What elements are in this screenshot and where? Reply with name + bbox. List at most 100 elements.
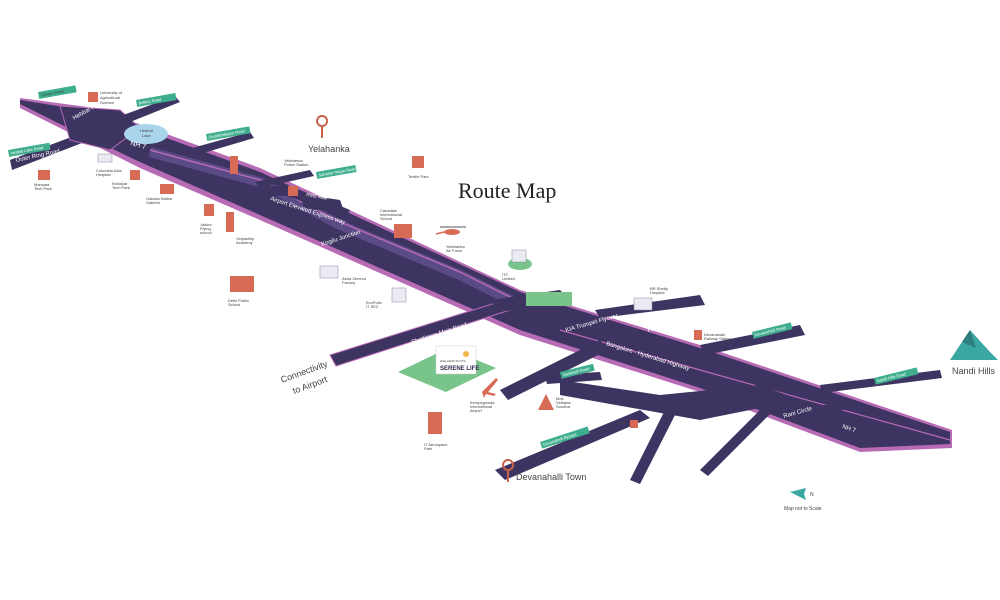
kirloskar-building-icon (130, 170, 140, 180)
nandi-hills-label: Nandi Hills (952, 366, 996, 376)
aerospace-label-2: Park (424, 446, 432, 451)
tag-sadahalli: Sadahalli Road (562, 366, 590, 377)
highway-stripe (559, 329, 951, 441)
kia-road (500, 340, 608, 400)
ecopolis-label-1: EcoPolis (366, 300, 382, 305)
sahakar-road (255, 170, 314, 188)
expressway-edge (149, 149, 521, 303)
label-nh7: NH 7 (129, 140, 146, 151)
school-building-icon (394, 224, 412, 238)
north-label: N (810, 492, 814, 498)
manyata-label-2: Tech Park (34, 186, 52, 191)
hospital-building-icon-2 (633, 297, 653, 311)
bellary-road-north (115, 96, 180, 126)
itc-label-1: ITC (502, 272, 509, 277)
nandi-hills: Nandi Hills (950, 330, 998, 376)
north-arrow-icon (790, 488, 806, 500)
jakkur-label-1: Jakkur (200, 222, 212, 227)
elevated-expressway (148, 147, 523, 310)
uas-building-icon (88, 92, 98, 102)
uas-label-2: Agricultural (100, 95, 120, 100)
hebbal-lake-label: Hebbal (140, 128, 153, 133)
ecopolis-label-2: IT SEZ (366, 304, 379, 309)
skin-label-2: Campus (240, 170, 255, 175)
connectivity-label: Connectivity to Airport (279, 359, 329, 396)
label-ivc: IVC Road (647, 319, 678, 334)
hebbal-lake-label-2: Lake (142, 133, 151, 138)
uas-label-1: University of (100, 90, 123, 95)
shettigere-road (329, 299, 511, 367)
manyata-building-icon (38, 170, 50, 180)
yelahanka-marker: Yelahanka (308, 115, 350, 154)
sadahalli-road (545, 372, 602, 384)
textile-label: Textile Park (408, 174, 429, 179)
vidyashilp-tower-icon (226, 212, 234, 232)
devanahalli-town-label: Devanahalli Town (516, 472, 586, 482)
sudha-label-1: Moti (556, 396, 564, 401)
mall-building-icon (160, 184, 174, 194)
factory-icon (319, 265, 339, 279)
dps-label-1: Delhi Public (228, 298, 249, 303)
tag-doddaballapur: Doddaballapur Road (208, 128, 245, 139)
landmarks: University of Agricultural Science Manya… (34, 90, 732, 451)
serene-life-board (435, 345, 477, 375)
skin-tower-icon (230, 156, 238, 174)
hebbal-lake (124, 124, 168, 144)
itc-building-icon (511, 249, 527, 263)
bsh-label-1: BR Shetty (650, 286, 668, 291)
ecopolis-building-icon (391, 287, 407, 303)
vidyashilp-label-2: Academy (236, 240, 253, 245)
location-pin-icon (502, 459, 515, 483)
scale-note: Map not to Scale (784, 506, 822, 512)
airplane-icon (482, 378, 498, 398)
dmart-label: DMart (616, 420, 628, 425)
helicopter-icon (435, 226, 466, 235)
airforce-label-2: Air Force (446, 248, 463, 253)
tag-sahakar: Sahakar Nagar Road (318, 166, 356, 177)
road-tags: Tumkur Road Bellary Road Hebbal Lake Roa… (8, 85, 919, 449)
astra-label-1: Astra Zeneca (342, 276, 367, 281)
airforce-label-1: Yelahanka (446, 244, 465, 249)
textile-building-icon (412, 156, 424, 168)
jakkur-building-icon (204, 204, 214, 216)
serene-life-tagline: HIGH-END PLOTS (440, 359, 466, 363)
sparkle-icon (463, 351, 469, 357)
aerospace-label-1: IT Aerospace (424, 442, 448, 447)
galleria-label-1: Galaxia Sattva (146, 196, 173, 201)
kia-label-1: Kempegowda (470, 400, 495, 405)
bypass-road-east (700, 410, 770, 476)
kia-label-3: Airport (470, 408, 483, 413)
dmart-building-icon (630, 420, 638, 428)
kia-label-2: International (470, 404, 492, 409)
police-label-1: Yelahanka (284, 158, 303, 163)
hospital-building-icon (97, 153, 113, 163)
sudha-label-2: Vidhana (556, 400, 571, 405)
toll-plaza-icon (526, 292, 572, 306)
serene-life-logo: SERENE LIFE (440, 366, 479, 372)
railway-label-1: Devanahalli (704, 332, 725, 337)
aerospace-building-icon (428, 412, 442, 434)
label-nh7-east: NH 7 (841, 424, 856, 434)
manyata-label-1: Manyata (34, 182, 50, 187)
canadian-label-1: Canadian (380, 208, 397, 213)
jakkur-label-3: school (200, 230, 212, 235)
tag-tumkur: Tumkur Road (40, 88, 65, 97)
location-pin-icon (316, 115, 329, 139)
canadian-label-2: International (380, 212, 402, 217)
main-corridor (20, 100, 950, 448)
hennur-road (185, 132, 254, 157)
bsh-label-2: Hospital (650, 290, 665, 295)
police-label-2: Police Station (284, 162, 308, 167)
railway-label-2: Railway Station (704, 336, 732, 341)
town-road (495, 410, 650, 480)
canadian-label-3: School (380, 216, 392, 221)
bypass-road-south (630, 410, 675, 484)
railway-station-icon (694, 330, 702, 340)
devanahalli-loop (560, 380, 800, 420)
columbia-label-2: Hospital (96, 172, 111, 177)
label-rmz: RMZ Mall (306, 192, 328, 202)
dps-label-2: School (228, 302, 240, 307)
columbia-label-1: Columbia Asia (96, 168, 122, 173)
dps-building-icon (230, 276, 254, 292)
